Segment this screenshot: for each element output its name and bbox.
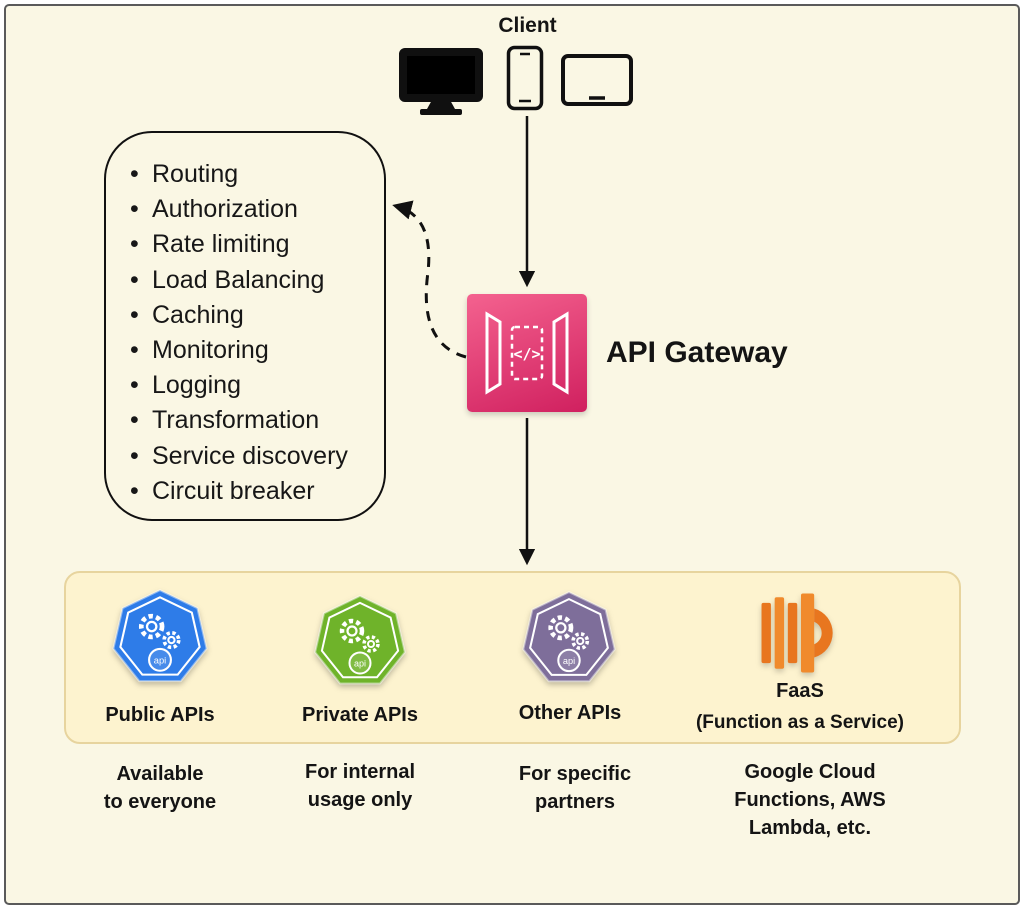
gateway-features-box: Routing Authorization Rate limiting Load… — [104, 131, 386, 521]
code-glyph: </> — [513, 345, 540, 363]
monitor-icon — [399, 48, 483, 115]
feature-item: Service discovery — [130, 439, 384, 474]
public-apis-description: Available to everyone — [103, 763, 217, 813]
api-badge-label: api — [563, 656, 575, 666]
feature-item: Load Balancing — [130, 263, 384, 298]
public-apis-label: Public APIs — [105, 704, 215, 726]
public-api-icon: api — [112, 589, 208, 683]
private-apis-label: Private APIs — [302, 704, 418, 726]
other-apis-label: Other APIs — [518, 702, 622, 724]
feature-item: Authorization — [130, 192, 384, 227]
tablet-icon — [561, 54, 633, 106]
api-gateway-label: API Gateway — [606, 336, 788, 369]
feature-item: Routing — [130, 157, 384, 192]
faas-lambda-icon — [761, 593, 833, 673]
gateway-features-list: Routing Authorization Rate limiting Load… — [106, 133, 384, 509]
api-badge-label: api — [154, 655, 166, 665]
other-api-icon: api — [522, 590, 616, 683]
private-apis-description: For internal usage only — [304, 761, 415, 811]
private-api-icon: api — [314, 594, 406, 685]
feature-item: Monitoring — [130, 333, 384, 368]
feature-item: Transformation — [130, 403, 384, 438]
client-label: Client — [498, 14, 557, 37]
faas-description: Google Cloud Functions, AWS Lambda, etc. — [734, 761, 886, 839]
api-gateway-icon: </> — [467, 294, 587, 412]
feature-item: Caching — [130, 298, 384, 333]
smartphone-icon — [506, 45, 544, 111]
other-apis-description: For specific partners — [518, 763, 632, 813]
feature-item: Logging — [130, 368, 384, 403]
api-badge-label: api — [354, 659, 366, 669]
faas-label: FaaS — [776, 680, 824, 702]
feature-item: Rate limiting — [130, 227, 384, 262]
faas-sublabel: (Function as a Service) — [695, 712, 904, 733]
feature-item: Circuit breaker — [130, 474, 384, 509]
